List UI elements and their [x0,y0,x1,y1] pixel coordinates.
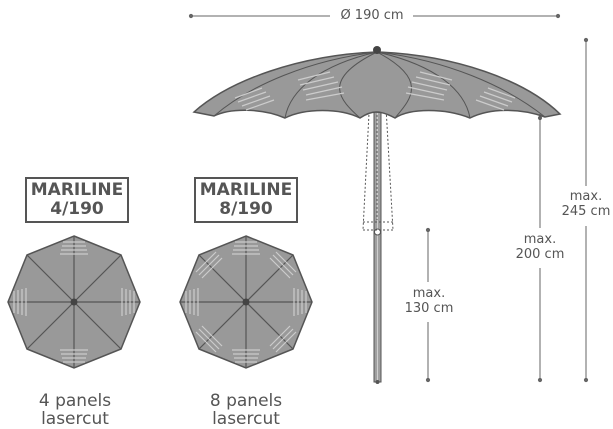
umbrella-top-view-8 [179,235,313,369]
caption-line2: lasercut [41,409,109,429]
handle-max-label: max. 200 cm [512,232,568,262]
height-max-line1: max. [569,189,603,204]
model-name-line2: 4/190 [50,199,104,219]
model-name-line2: 8/190 [219,199,273,219]
crank-max-line1: max. [412,286,446,301]
diameter-label: Ø 190 cm [340,8,404,23]
caption-line1: 8 panels [209,391,283,411]
model-name-box-4: MARILINE 4/190 [25,177,129,223]
umbrella-canopy-side [192,46,562,120]
umbrella-top-view-4 [7,235,141,369]
height-max-label: max. 245 cm [560,189,612,219]
crank-max-label: max. 130 cm [402,286,456,316]
handle-max-line1: max. [523,232,557,247]
model-name-line1: MARILINE [199,180,293,200]
model-caption-4: 4 panels lasercut [14,392,136,428]
height-dimension-lines [425,37,589,383]
caption-line2: lasercut [212,409,280,429]
crank-max-line2: 130 cm [404,301,454,316]
diameter-dimension-line [188,13,561,19]
model-name-box-8: MARILINE 8/190 [194,177,298,223]
model-caption-8: 8 panels lasercut [185,392,307,428]
height-max-line2: 245 cm [561,204,611,219]
model-name-line1: MARILINE [30,180,124,200]
caption-line1: 4 panels [38,391,112,411]
handle-max-line2: 200 cm [515,247,565,262]
